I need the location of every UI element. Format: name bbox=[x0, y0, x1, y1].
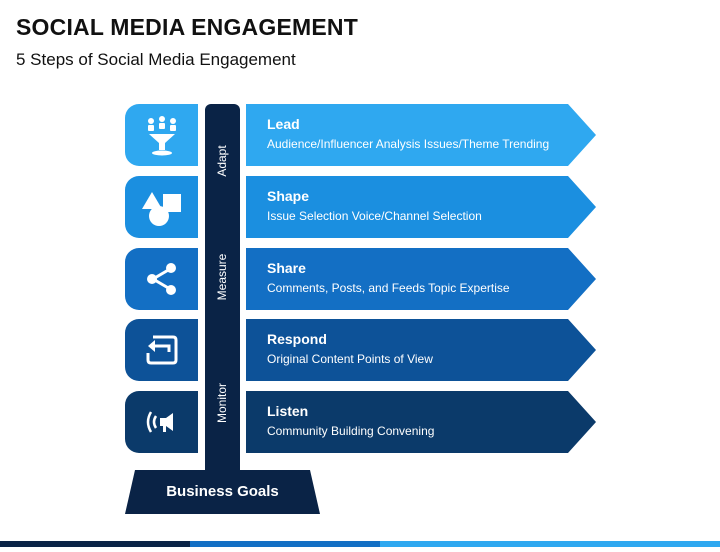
pillar-label-measure: Measure bbox=[215, 253, 229, 301]
bottom-accent-bar bbox=[0, 534, 720, 547]
step-share-icon-tile bbox=[125, 248, 198, 310]
step-title: Lead bbox=[267, 116, 300, 132]
share-icon bbox=[146, 263, 176, 295]
step-title: Listen bbox=[267, 403, 309, 419]
pillar bbox=[205, 104, 240, 470]
pillar-label-monitor: Monitor bbox=[215, 382, 229, 424]
step-title: Shape bbox=[267, 188, 310, 204]
step-listen-icon-tile bbox=[125, 391, 198, 453]
business-goals-label: Business Goals bbox=[166, 483, 279, 500]
step-description: Comments, Posts, and Feeds Topic Experti… bbox=[267, 281, 510, 295]
pillar-label-adapt: Adapt bbox=[215, 145, 229, 177]
page-subtitle: 5 Steps of Social Media Engagement bbox=[16, 50, 296, 69]
step-respond-icon-tile bbox=[125, 319, 198, 381]
step-lead-icon-tile bbox=[125, 104, 198, 166]
step-arrow-respond: Respond Original Content Points of View bbox=[246, 319, 596, 381]
step-arrow-listen: Listen Community Building Convening bbox=[246, 391, 596, 453]
shapes-icon bbox=[141, 192, 181, 226]
step-description: Issue Selection Voice/Channel Selection bbox=[267, 209, 482, 223]
step-description: Community Building Convening bbox=[267, 424, 435, 438]
leader-funnel-icon bbox=[147, 116, 176, 156]
step-arrow-shape: Shape Issue Selection Voice/Channel Sele… bbox=[246, 176, 596, 238]
page-title: SOCIAL MEDIA ENGAGEMENT bbox=[16, 14, 358, 40]
reply-icon bbox=[146, 335, 177, 365]
step-description: Audience/Influencer Analysis Issues/Them… bbox=[267, 137, 550, 151]
business-goals-base: Business Goals bbox=[125, 470, 320, 514]
step-title: Respond bbox=[267, 331, 327, 347]
step-description: Original Content Points of View bbox=[267, 352, 433, 366]
step-shape-icon-tile bbox=[125, 176, 198, 238]
step-title: Share bbox=[267, 260, 306, 276]
step-arrow-share: Share Comments, Posts, and Feeds Topic E… bbox=[246, 248, 596, 310]
megaphone-icon bbox=[146, 411, 173, 433]
step-arrow-lead: Lead Audience/Influencer Analysis Issues… bbox=[246, 104, 596, 166]
